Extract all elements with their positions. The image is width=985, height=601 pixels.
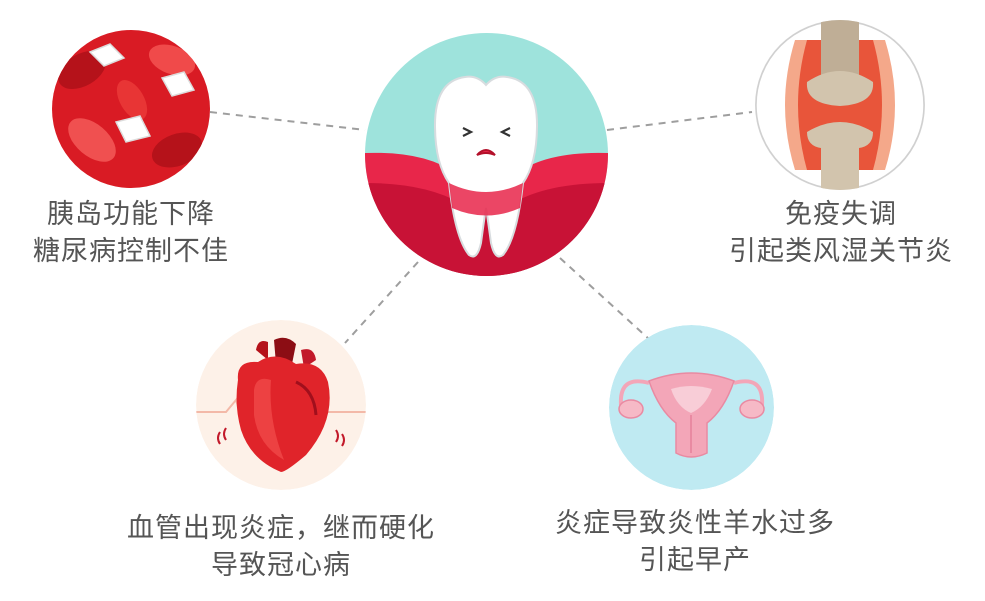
connector-diabetes (209, 111, 366, 131)
diabetes-label-line-2: 糖尿病控制不佳 (33, 236, 229, 267)
heart-label-line-1: 血管出现炎症，继而硬化 (127, 513, 435, 544)
diabetes-node (52, 30, 210, 188)
pregnancy-label-line-2: 引起早产 (639, 545, 751, 576)
connector-arthritis (606, 111, 753, 131)
heart-label: 血管出现炎症，继而硬化 导致冠心病 (106, 510, 456, 584)
uterus-node (609, 325, 774, 490)
heart-label-line-2: 导致冠心病 (211, 550, 351, 581)
heart-icon (196, 320, 366, 490)
pregnancy-label-line-1: 炎症导致炎性羊水过多 (555, 508, 835, 539)
connector-pregnancy (559, 257, 651, 341)
arthritis-label-line-1: 免疫失调 (785, 199, 897, 230)
arthritis-label-line-2: 引起类风湿关节炎 (729, 236, 953, 267)
connector-heart (344, 261, 419, 344)
inflamed-joint-icon (755, 20, 925, 190)
arthritis-node (755, 20, 925, 190)
diabetes-label-line-1: 胰岛功能下降 (47, 199, 215, 230)
uterus-icon (609, 325, 774, 490)
center-tooth-node (365, 33, 608, 276)
heart-node (196, 320, 366, 490)
pregnancy-label: 炎症导致炎性羊水过多 引起早产 (530, 505, 860, 579)
aching-tooth-icon (365, 33, 608, 276)
diabetes-label: 胰岛功能下降 糖尿病控制不佳 (0, 196, 262, 270)
blood-cells-sugar-icon (52, 30, 210, 188)
arthritis-label: 免疫失调 引起类风湿关节炎 (706, 196, 976, 270)
